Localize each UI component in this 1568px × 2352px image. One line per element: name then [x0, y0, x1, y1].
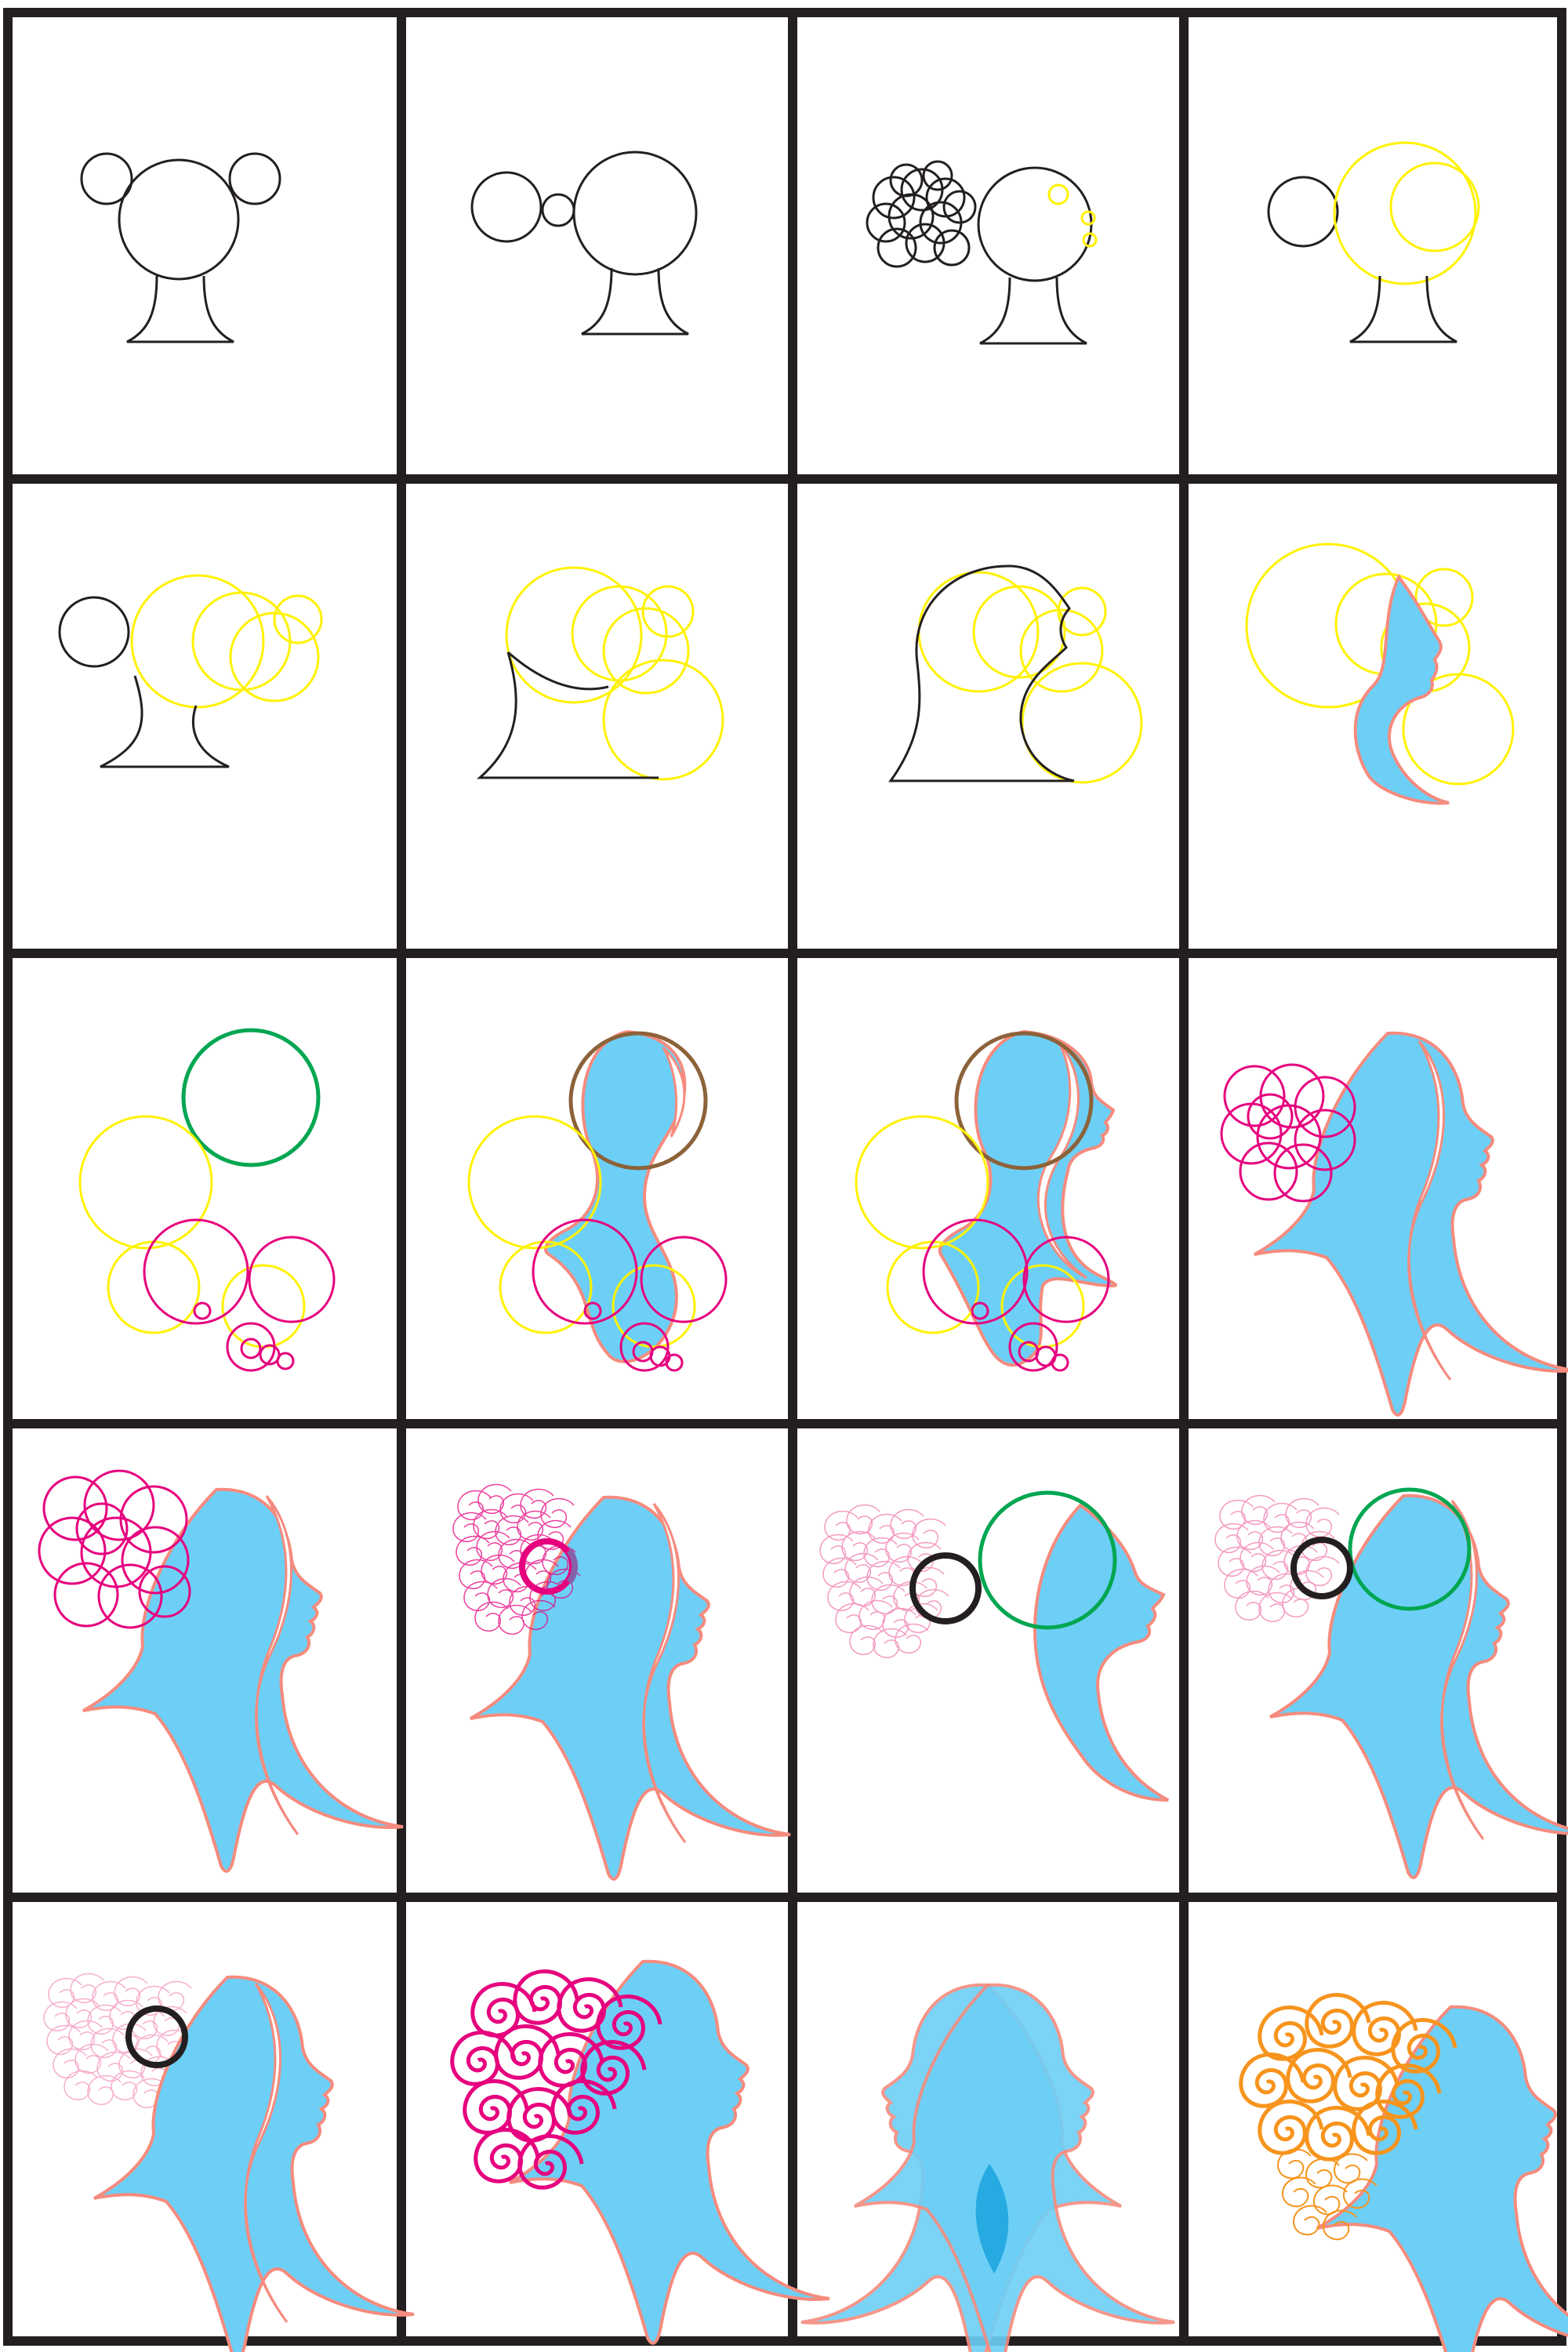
step-15-head-guide — [978, 1490, 1117, 1630]
step-16-curls — [1214, 1494, 1340, 1623]
step-11-strand — [1036, 1040, 1087, 1279]
step-10-cell — [467, 1029, 728, 1372]
step-7-outline — [888, 564, 1075, 782]
step-11-magenta-guides — [922, 1218, 1110, 1372]
step-6-cell — [477, 566, 724, 781]
step-1-cell — [80, 152, 281, 343]
step-19-overlap — [975, 2164, 1009, 2274]
step-17-cell — [43, 1973, 416, 2352]
step-2-bun-big — [470, 171, 543, 243]
step-8-silhouette — [1353, 574, 1450, 805]
step-3-cell — [866, 160, 1098, 345]
step-1-bun-right — [228, 152, 281, 205]
step-6-neck — [477, 651, 659, 779]
step-2-cell — [470, 151, 698, 336]
step-2-neck — [580, 267, 690, 336]
grid-border — [3, 8, 1566, 2346]
step-4-neck — [1348, 274, 1458, 343]
step-10-head-guide — [568, 1031, 708, 1171]
step-13-magenta-circles — [38, 1469, 191, 1629]
step-16-silhouette — [1269, 1494, 1568, 1879]
step-7-cell — [888, 564, 1143, 784]
step-5-guides — [130, 574, 323, 709]
step-4-head-guide — [1333, 141, 1477, 285]
step-15-cell — [819, 1490, 1169, 1802]
step-11-head-guide — [954, 1031, 1094, 1171]
step-1-neck — [125, 274, 235, 343]
step-15-silhouette — [1033, 1503, 1169, 1802]
step-17-silhouette — [93, 1975, 416, 2352]
step-5-bun — [58, 596, 130, 668]
step-3-bun-cluster — [866, 160, 977, 268]
step-18-cell — [452, 1959, 831, 2345]
step-6-guides — [505, 566, 724, 781]
step-14-marker-arc — [566, 1548, 579, 1584]
step-10-magenta-guides — [532, 1218, 728, 1372]
step-4-cell — [1267, 141, 1480, 343]
step-17-marker-ring — [125, 2005, 188, 2068]
step-15-curls — [819, 1504, 949, 1659]
step-12-cell — [1220, 1031, 1568, 1417]
step-10-strand — [662, 1046, 686, 1138]
step-9-magenta-guides — [143, 1218, 336, 1372]
step-15-marker-ring — [909, 1552, 982, 1624]
step-4-face-guide — [1389, 162, 1480, 252]
step-14-silhouette — [469, 1495, 792, 1881]
step-9-head-guide — [181, 1028, 321, 1167]
step-16-head-guide — [1348, 1487, 1472, 1611]
step-2-head — [572, 151, 698, 276]
step-1-bun-left — [80, 152, 133, 205]
step-10-silhouette — [544, 1029, 687, 1363]
step-11-cell — [855, 1029, 1118, 1372]
step-5-neck — [100, 675, 230, 768]
step-10-yellow-guides — [467, 1115, 696, 1348]
step-13-cell — [38, 1469, 405, 1873]
step-13-silhouette — [82, 1487, 405, 1873]
step-9-cell — [78, 1028, 336, 1372]
step-8-cell — [1245, 543, 1515, 805]
step-16-cell — [1214, 1487, 1568, 1879]
step-1-head — [118, 158, 240, 281]
step-16-marker-ring — [1290, 1537, 1353, 1599]
step-12-magenta-circles — [1220, 1063, 1356, 1203]
grid-frame — [3, 8, 1566, 2346]
step-3-head — [977, 166, 1093, 282]
step-14-cell — [452, 1483, 792, 1881]
step-3-neck — [978, 276, 1088, 345]
step-4-bun — [1267, 176, 1339, 248]
step-3-face-guides — [1047, 183, 1098, 248]
step-5-cell — [58, 574, 323, 768]
step-2-bun-small — [541, 193, 575, 227]
step-19-cell — [800, 1983, 1176, 2352]
step-20-cell — [1241, 1995, 1568, 2352]
step-9-yellow-guides — [78, 1115, 306, 1348]
